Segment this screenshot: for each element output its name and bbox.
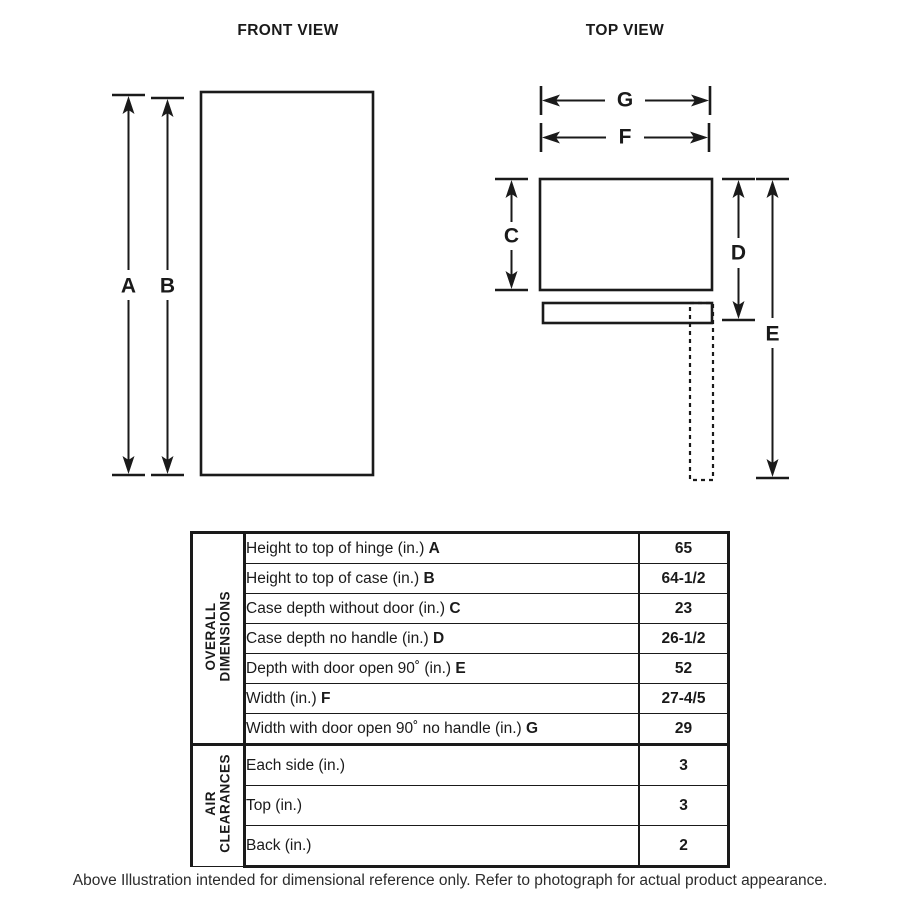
dimension-label-c: C [504, 225, 519, 248]
row-value: 23 [638, 593, 730, 624]
row-key: A [428, 539, 440, 557]
group-label-line2: DIMENSIONS [217, 590, 232, 682]
row-label: Height to top of case (in.) B [244, 563, 640, 594]
row-key: F [320, 689, 331, 707]
group-label-line1: AIR [202, 791, 218, 816]
row-label-text: Top (in.) [246, 796, 302, 814]
row-value: 65 [638, 531, 730, 564]
top-view-door-strip [541, 301, 714, 325]
row-label: Top (in.) [244, 785, 640, 826]
dimension-label-e: E [765, 323, 779, 346]
row-label: Case depth no handle (in.) D [244, 623, 640, 654]
row-value: 52 [638, 653, 730, 684]
table-row: Width (in.) F 27-4/5 [192, 683, 730, 714]
row-value: 27-4/5 [638, 683, 730, 714]
dimension-label-a: A [121, 275, 136, 298]
row-value: 26-1/2 [638, 623, 730, 654]
row-label: Height to top of hinge (in.) A [244, 531, 640, 564]
dimension-arrow-g: G [539, 86, 712, 115]
row-value: 2 [638, 825, 730, 868]
row-value: 29 [638, 713, 730, 746]
row-label-text: Height to top of case (in.) [246, 569, 420, 587]
row-key: B [423, 569, 435, 587]
row-key: D [433, 629, 445, 647]
group-label-air-clearances: AIR CLEARANCES [190, 743, 246, 867]
row-label-text: Case depth without door (in.) [246, 599, 446, 617]
group-label-overall-dimensions: OVERALL DIMENSIONS [190, 531, 246, 745]
group-label-line1: OVERALL [202, 601, 218, 670]
row-label-text: Back (in.) [246, 836, 312, 854]
row-label-text: Case depth no handle (in.) [246, 629, 429, 647]
table-row: Depth with door open 90˚ (in.) E 52 [192, 653, 730, 684]
row-label: Width with door open 90˚ no handle (in.)… [244, 713, 640, 746]
row-label-text: Each side (in.) [246, 756, 346, 774]
table-row: Case depth without door (in.) C 23 [192, 593, 730, 624]
row-label: Case depth without door (in.) C [244, 593, 640, 624]
row-key: C [449, 599, 461, 617]
row-label-text: Depth with door open 90˚ (in.) [246, 659, 452, 677]
row-label-text: Width (in.) [246, 689, 317, 707]
front-view-cabinet-outline [199, 90, 375, 477]
dimension-arrow-c: C [495, 177, 528, 292]
table-row: AIR CLEARANCES Each side (in.) 3 [190, 743, 730, 867]
row-label: Depth with door open 90˚ (in.) E [244, 653, 640, 684]
front-view-title: FRONT VIEW [237, 22, 338, 39]
table-row: Height to top of case (in.) B 64-1/2 [192, 563, 730, 594]
dimension-label-f: F [619, 126, 632, 149]
row-label: Each side (in.) [244, 743, 640, 786]
dimension-arrow-d: D [722, 177, 755, 322]
row-value: 64-1/2 [638, 563, 730, 594]
row-key: G [526, 719, 539, 737]
row-label: Width (in.) F [244, 683, 640, 714]
table-row: Case depth no handle (in.) D 26-1/2 [192, 623, 730, 654]
row-value: 3 [638, 743, 730, 786]
dimension-arrow-e: E [756, 177, 789, 480]
row-key: E [455, 659, 466, 677]
dimension-label-g: G [617, 89, 633, 112]
footer-disclaimer: Above Illustration intended for dimensio… [72, 872, 828, 889]
dimension-arrow-a: A [112, 93, 145, 477]
dimension-label-b: B [160, 275, 175, 298]
group-label-line2: CLEARANCES [217, 754, 232, 853]
specifications-table-container: OVERALL DIMENSIONS Height to top of hing… [190, 531, 730, 868]
top-view-title: TOP VIEW [586, 22, 664, 39]
dimension-arrow-b: B [151, 96, 184, 477]
table-row: Top (in.) 3 [192, 785, 730, 826]
dimension-arrow-f: F [539, 123, 711, 152]
row-label-text: Height to top of hinge (in.) [246, 539, 425, 557]
table-row: Width with door open 90˚ no handle (in.)… [192, 713, 730, 746]
row-label: Back (in.) [244, 825, 640, 868]
table-row: Back (in.) 2 [192, 825, 730, 868]
specifications-table: OVERALL DIMENSIONS Height to top of hing… [190, 531, 730, 868]
table-row: OVERALL DIMENSIONS Height to top of hing… [190, 531, 730, 745]
row-value: 3 [638, 785, 730, 826]
dimension-label-d: D [731, 242, 746, 265]
row-label-text: Width with door open 90˚ no handle (in.) [246, 719, 522, 737]
top-view-door-open-dashed [688, 301, 715, 482]
top-view-case-outline [538, 177, 714, 292]
